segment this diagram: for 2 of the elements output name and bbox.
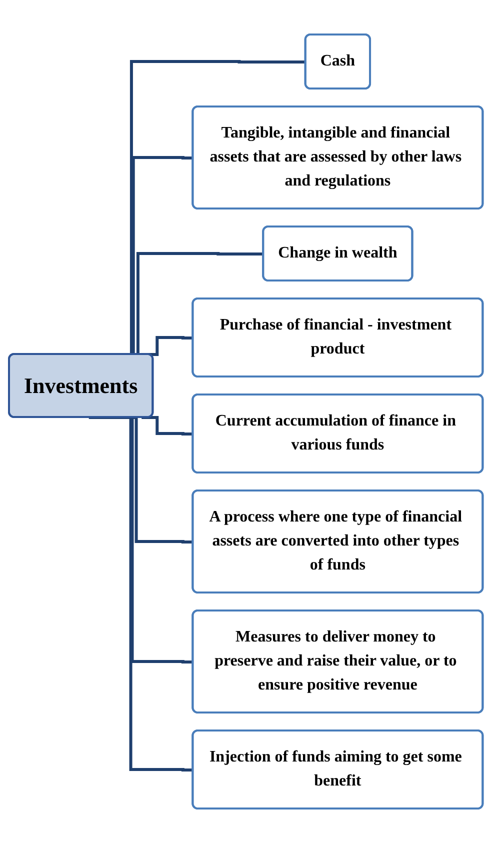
- connector: [89, 416, 194, 772]
- connector: [142, 416, 194, 436]
